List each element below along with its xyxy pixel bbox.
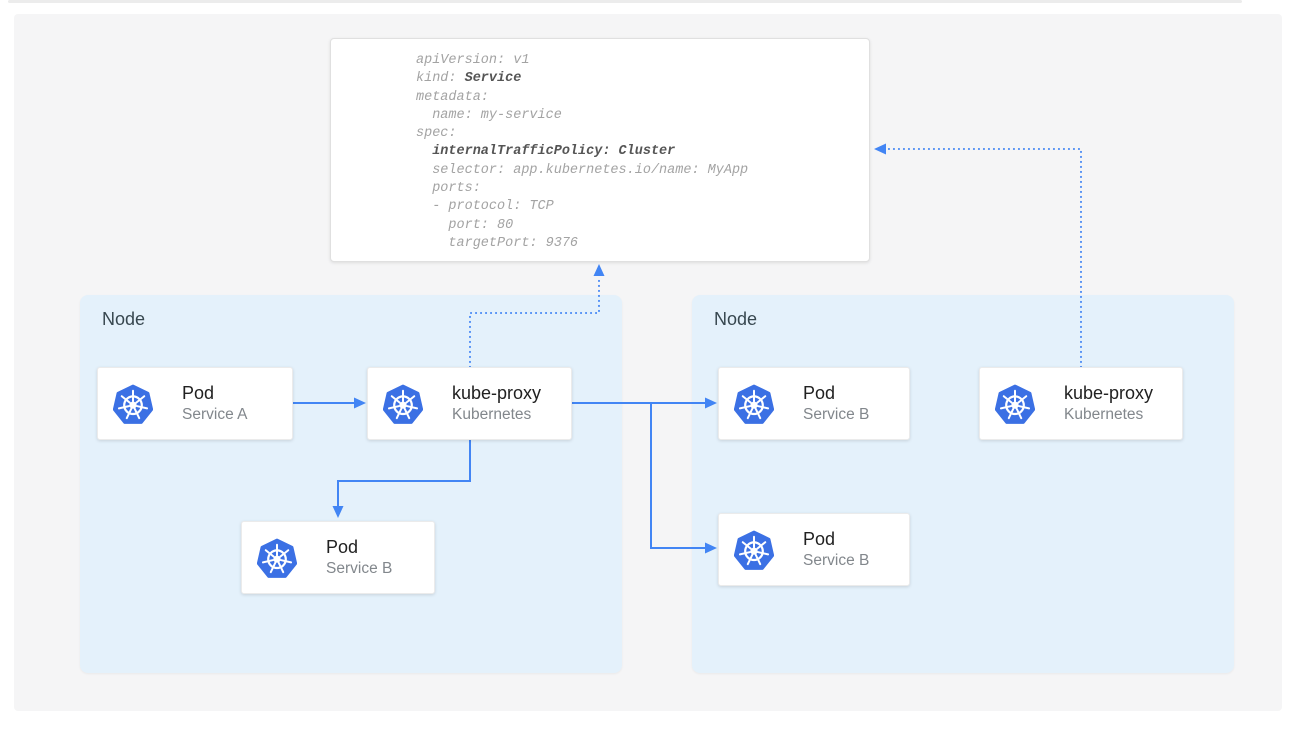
card-subtitle: Service B — [803, 406, 870, 423]
card-title: Pod — [803, 383, 836, 403]
card-subtitle: Kubernetes — [452, 406, 532, 423]
yaml-line: apiVersion: v1 — [416, 53, 530, 68]
yaml-line: name: my-service — [416, 107, 562, 123]
yaml-line: metadata: — [416, 89, 489, 105]
node-left: Node — [80, 295, 622, 673]
yaml-line: ports: — [416, 181, 481, 197]
node-right: Node — [692, 295, 1234, 673]
yaml-line: selector: app.kubernetes.io/name: MyApp — [416, 162, 749, 178]
kubernetes-icon — [113, 384, 153, 424]
yaml-line: kind: Service — [416, 71, 522, 87]
card-title: Pod — [182, 383, 215, 403]
card-title: Pod — [326, 537, 359, 557]
yaml-line: - protocol: TCP — [416, 199, 554, 215]
yaml-line: internalTrafficPolicy: Cluster — [432, 144, 676, 160]
pod-a-card: Pod Service A — [97, 367, 293, 440]
card-title: Pod — [803, 529, 836, 549]
service-yaml-card: apiVersion: v1 kind: Service metadata: n… — [330, 38, 870, 262]
kubernetes-icon — [257, 538, 297, 578]
kube-proxy-left-card: kube-proxy Kubernetes — [367, 367, 572, 440]
yaml-line: spec: — [416, 126, 457, 142]
card-subtitle: Service B — [326, 560, 393, 577]
kubernetes-icon — [995, 384, 1035, 424]
kubernetes-icon — [734, 384, 774, 424]
kube-proxy-right-card: kube-proxy Kubernetes — [979, 367, 1183, 440]
yaml-line: targetPort: 9376 — [416, 235, 579, 251]
node-left-label: Node — [102, 309, 146, 329]
kubernetes-icon — [734, 530, 774, 570]
kubernetes-icon — [383, 384, 423, 424]
yaml-line: port: 80 — [416, 217, 514, 233]
top-divider — [8, 0, 1242, 3]
node-right-label: Node — [714, 309, 758, 329]
card-title: kube-proxy — [452, 383, 542, 403]
card-title: kube-proxy — [1064, 383, 1154, 403]
card-subtitle: Kubernetes — [1064, 406, 1144, 423]
card-subtitle: Service B — [803, 552, 870, 569]
pod-b-right-bottom-card: Pod Service B — [718, 513, 910, 586]
pod-b-left-card: Pod Service B — [241, 521, 435, 594]
card-subtitle: Service A — [182, 406, 248, 423]
pod-b-right-top-card: Pod Service B — [718, 367, 910, 440]
